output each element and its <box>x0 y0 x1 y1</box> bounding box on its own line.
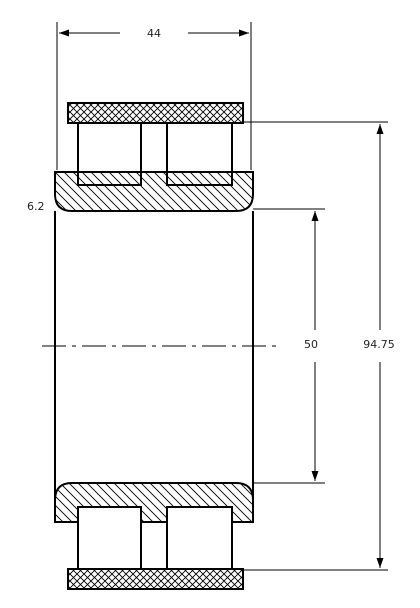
width-label: 44 <box>147 27 161 40</box>
outer-ring-top <box>67 102 244 124</box>
roller-bottom-left <box>77 506 142 570</box>
width-dimension: 44 <box>56 22 252 170</box>
bore-dimension: 50 <box>253 208 325 484</box>
inner-ring-top <box>54 171 254 212</box>
chamfer-label: 6.2 <box>27 200 45 213</box>
roller-bottom-right <box>166 506 233 570</box>
outer-label: 94.75 <box>363 338 395 351</box>
outer-dimension: 94.75 <box>243 121 395 571</box>
bore-label: 50 <box>304 338 318 351</box>
outer-ring-bottom <box>67 568 244 590</box>
